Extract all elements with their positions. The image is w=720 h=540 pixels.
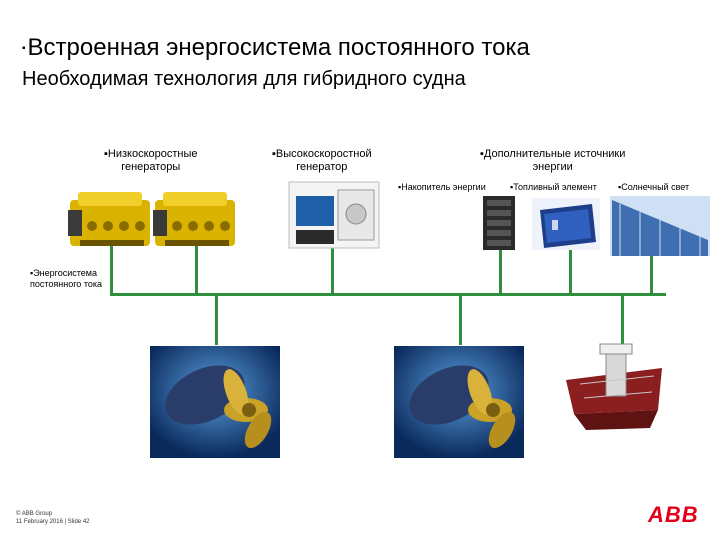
drop-propulsion-2 (459, 295, 462, 345)
propulsion-pod-2-image (394, 346, 524, 458)
additional-sources-label: ▪Дополнительные источники энергии (480, 148, 626, 173)
slide-footer: © ABB Group 11 February 2016 | Slide 42 (16, 510, 90, 526)
high-speed-generator-image (288, 181, 380, 249)
engine-1-image (68, 192, 150, 246)
energy-storage-image (483, 196, 515, 250)
solar-label: ▪Солнечный свет (618, 182, 690, 192)
drop-storage (499, 248, 502, 294)
engine-2-image (153, 192, 235, 246)
high-speed-generator-label: ▪Высокоскоростной генератор (272, 148, 372, 173)
propulsion-pod-1-image (150, 346, 280, 458)
title-text: Встроенная энергосистема постоянного ток… (27, 34, 530, 61)
fuel-cell-label: ▪Топливный элемент (510, 182, 597, 192)
dc-bus-line (110, 293, 666, 296)
abb-logo: ABB (648, 502, 699, 527)
drop-thruster (621, 295, 624, 345)
title-bullet: ▪ (22, 43, 26, 55)
drop-solar (650, 256, 653, 294)
dc-system-label: ▪Энергосистема постоянного тока (30, 268, 102, 289)
energy-storage-label: ▪Накопитель энергии (398, 182, 486, 192)
drop-high-speed (331, 248, 334, 294)
footer-copyright: © ABB Group (16, 511, 53, 517)
page-title: ▪Встроенная энергосистема постоянного то… (22, 34, 530, 62)
page-subtitle: Необходимая технология для гибридного су… (22, 68, 466, 90)
thruster-hull-image (566, 343, 662, 430)
drop-fuel-cell (569, 248, 572, 294)
solar-panel-image (610, 196, 710, 256)
low-speed-generators-label: ▪Низкоскоростные генераторы (104, 148, 198, 173)
footer-date-slide: 11 February 2016 | Slide 42 (16, 519, 90, 525)
drop-engine-2 (195, 246, 198, 294)
fuel-cell-image (532, 198, 600, 250)
drop-engine-1 (110, 246, 113, 294)
drop-propulsion-1 (215, 295, 218, 345)
